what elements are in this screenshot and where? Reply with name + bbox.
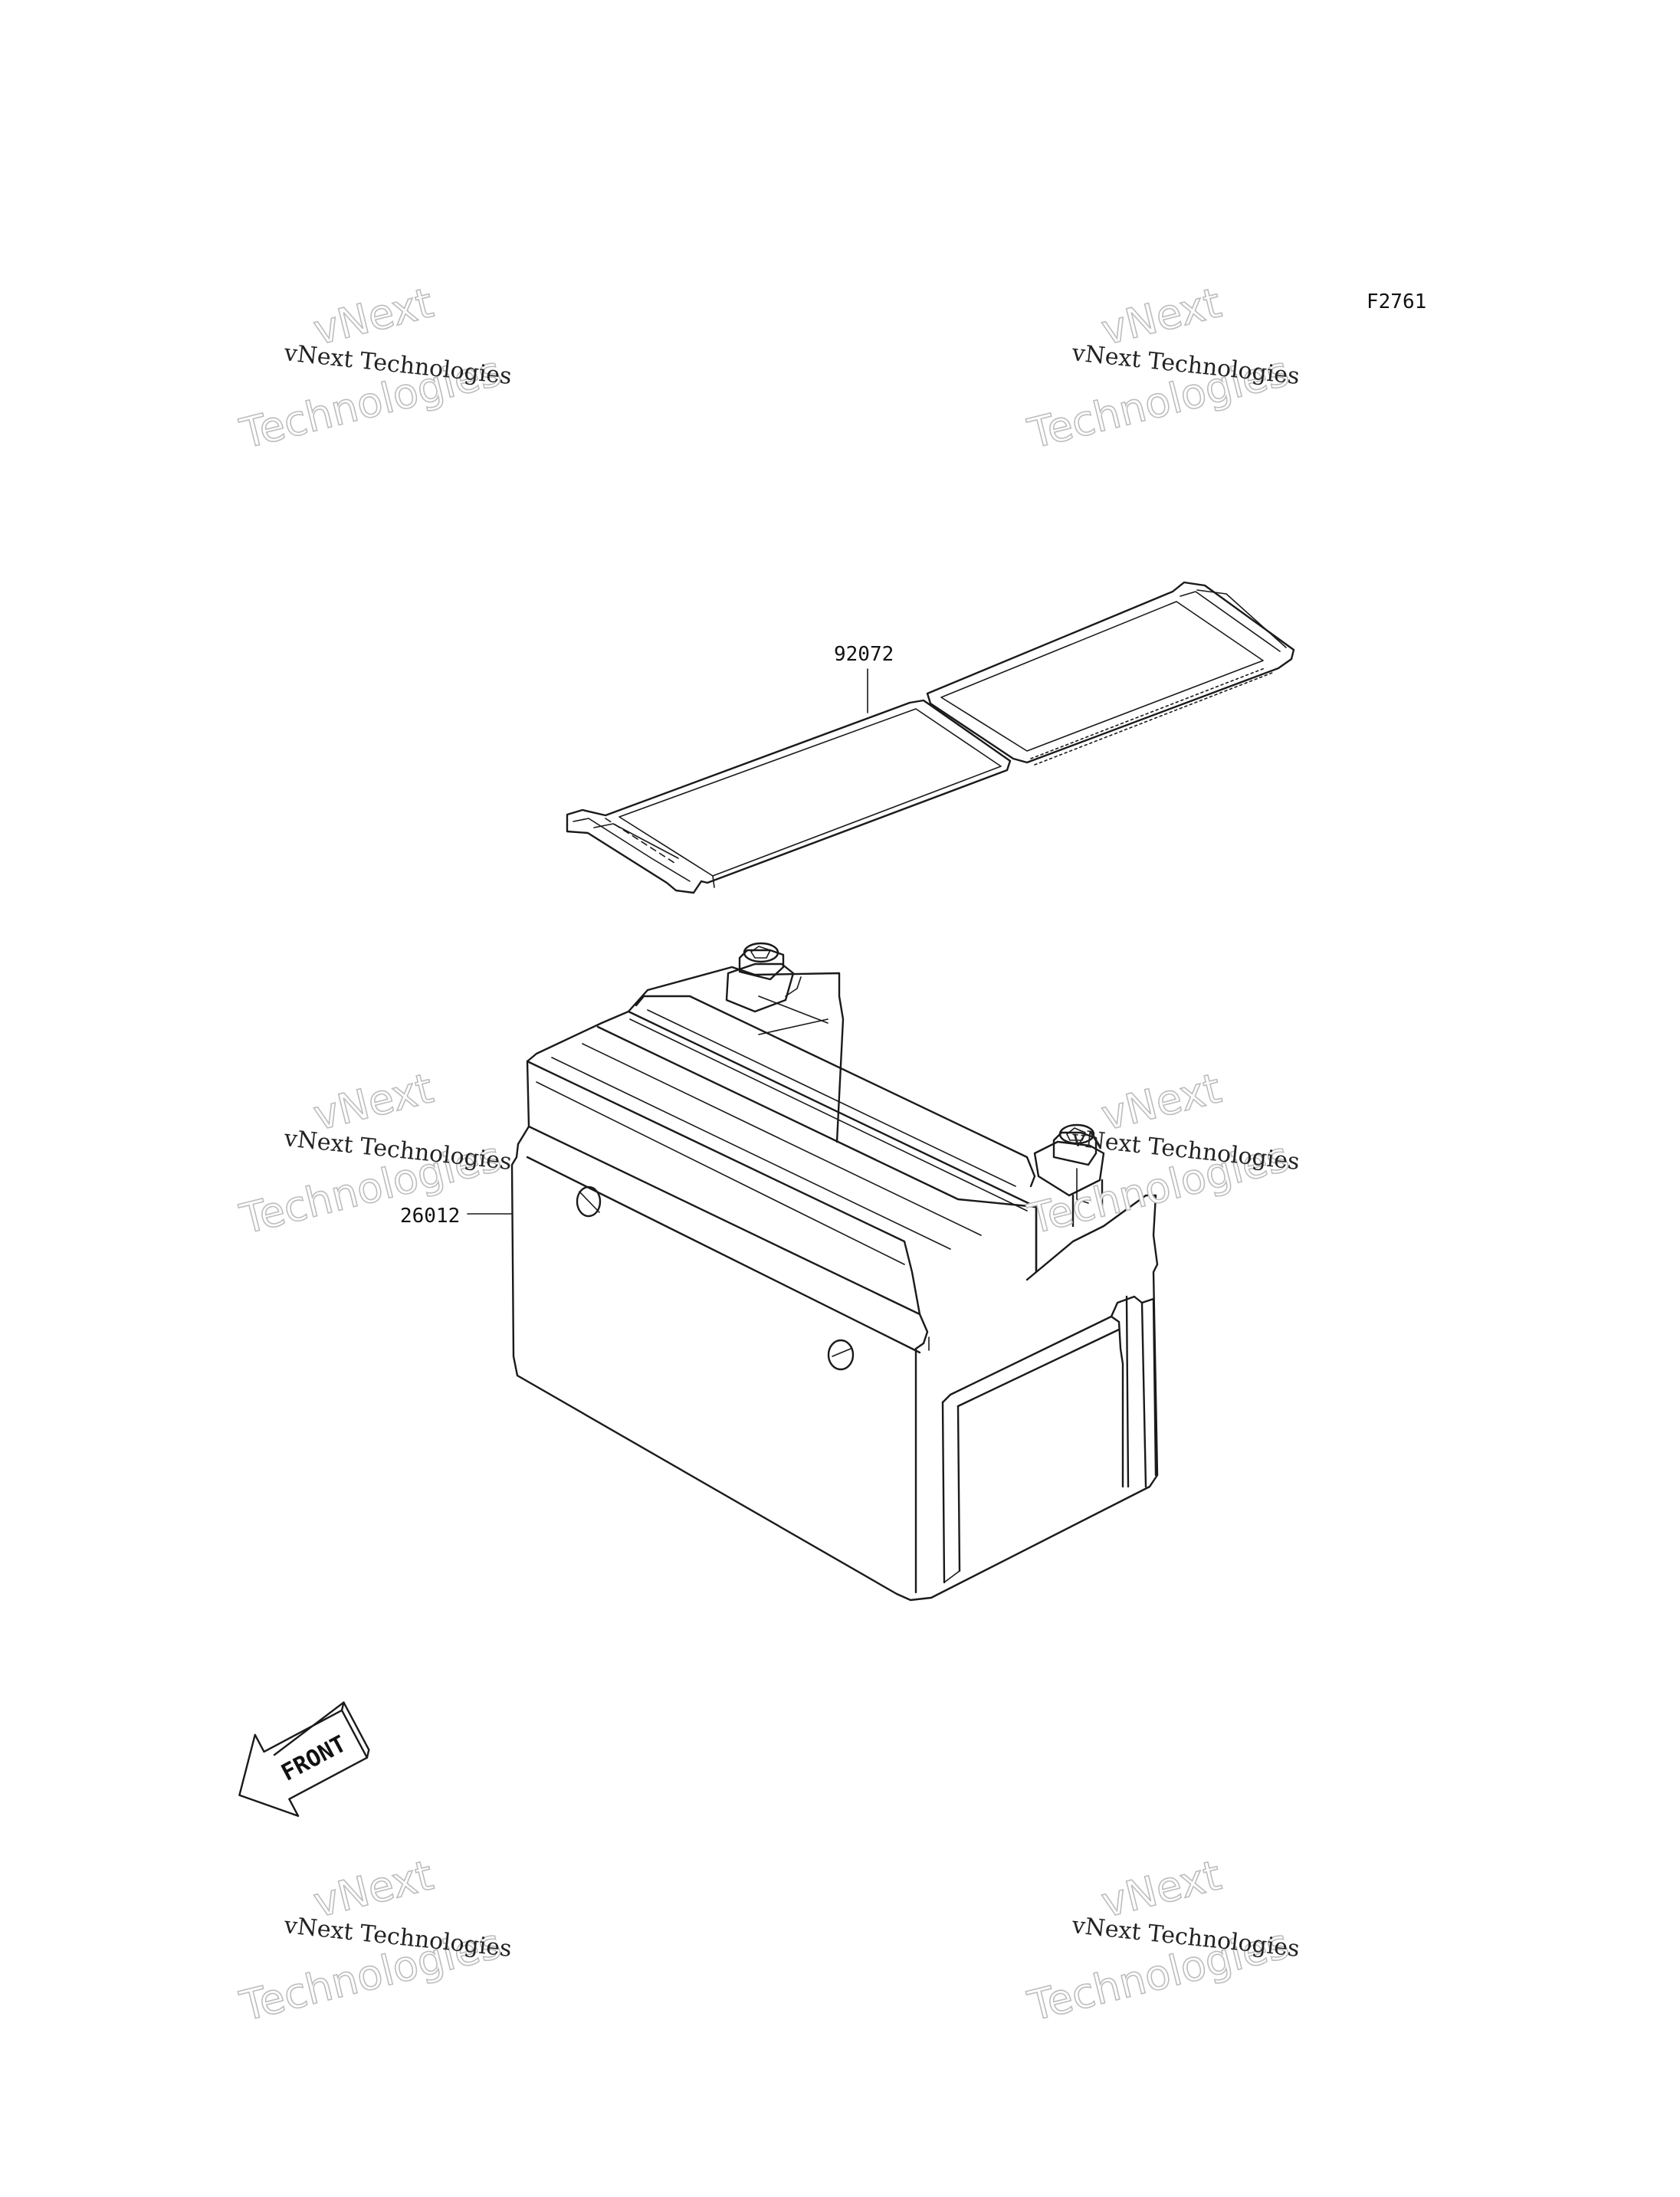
front-arrow-icon: FRONT	[238, 1701, 370, 1817]
battery-drawing	[510, 942, 1159, 1602]
watermark: vNext Technologies vNext Technologies	[1022, 278, 1301, 459]
watermark-brand: vNext	[309, 278, 438, 354]
watermark-brand: vNext	[309, 1064, 438, 1139]
vent-plug-1	[576, 1185, 602, 1218]
watermark-brand: vNext	[1097, 1064, 1226, 1139]
terminal-left	[725, 942, 802, 1013]
figure-code: F2761	[1367, 290, 1426, 313]
watermark: vNext Technologies vNext Technologies	[1022, 1851, 1301, 2031]
watermark-brand: vNext	[1097, 1851, 1226, 1926]
part-number-92072: 92072	[834, 643, 894, 666]
watermark: vNext Technologies vNext Technologies	[1022, 1064, 1301, 1244]
battery-cover-strip-drawing	[566, 581, 1295, 894]
watermark-brand: vNext	[309, 1851, 438, 1926]
watermark: vNext Technologies vNext Technologies	[235, 278, 513, 459]
terminal-right	[1033, 1123, 1105, 1228]
watermark-brand: vNext	[1097, 278, 1226, 354]
watermark: vNext Technologies vNext Technologies	[235, 1064, 513, 1244]
vent-plug-2	[827, 1339, 855, 1371]
watermark: vNext Technologies vNext Technologies	[235, 1851, 513, 2031]
part-number-26012: 26012	[400, 1205, 460, 1228]
